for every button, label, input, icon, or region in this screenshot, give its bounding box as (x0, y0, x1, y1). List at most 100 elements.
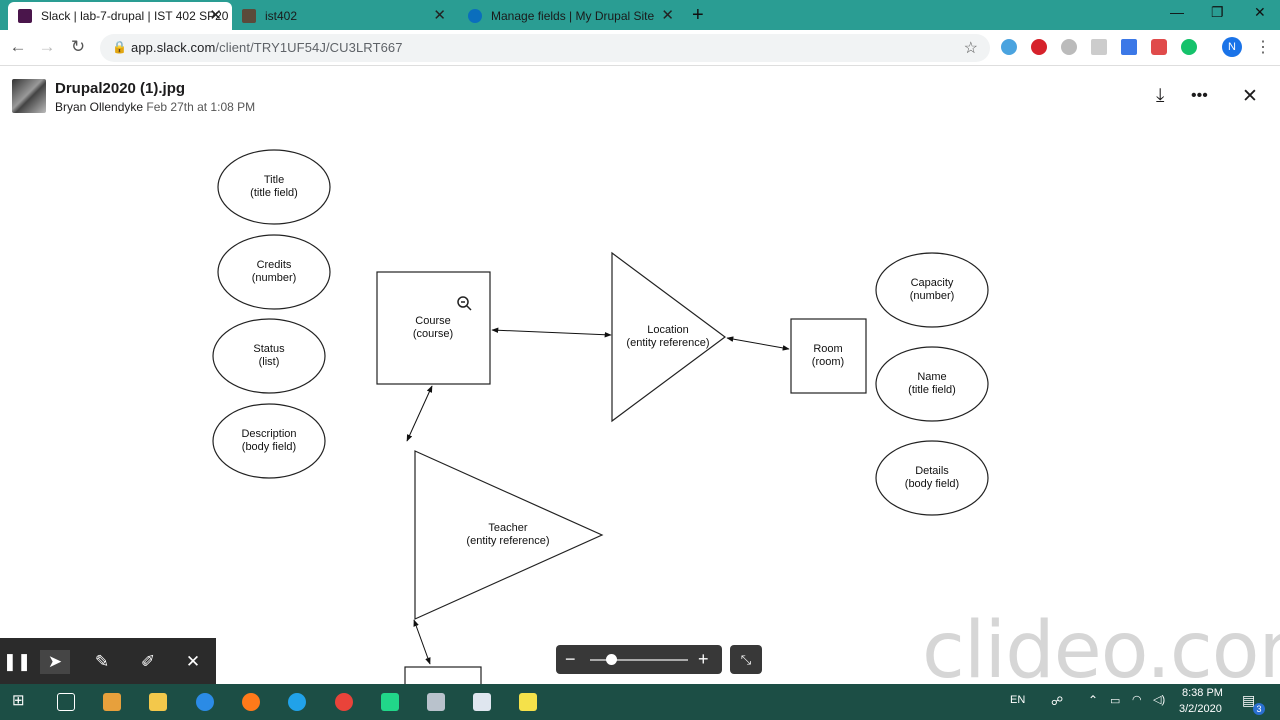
location-room-arrow (726, 336, 790, 351)
lock-icon: 🔒 (112, 40, 127, 54)
edge-icon[interactable] (196, 693, 214, 711)
teacher-label: Teacher(entity reference) (466, 522, 550, 547)
close-toolbar-icon[interactable]: ✕ (185, 652, 201, 671)
highlighter-tool-icon[interactable]: ✐ (140, 652, 156, 671)
course-teacher-arrow (406, 385, 433, 442)
field-ellipse-details (875, 440, 989, 516)
uploader-name[interactable]: Bryan Ollendyke (55, 100, 144, 114)
partial-box (404, 666, 482, 685)
extension-puzzle-icon[interactable] (1091, 39, 1107, 55)
tab-ist402[interactable]: ist402 ✕ (232, 2, 456, 30)
file-uploader-info: Bryan Ollendyke Feb 27th at 1:08 PM (55, 100, 255, 114)
address-bar[interactable]: 🔒 app.slack.com/client/TRY1UF54J/CU3LRT6… (100, 34, 990, 62)
field-ellipse-description (212, 403, 326, 479)
reload-icon[interactable]: ↻ (70, 37, 86, 56)
room-box (790, 318, 867, 394)
windows-start-icon[interactable]: ⊞ (12, 692, 25, 709)
tab-manage-fields[interactable]: Manage fields | My Drupal Site ✕ (458, 2, 684, 30)
diagram-image: Title(title field) Credits(number) Statu… (0, 127, 1280, 685)
task-view-icon[interactable] (57, 693, 75, 711)
battery-icon[interactable]: ▭ (1110, 695, 1121, 707)
zoom-slider-handle[interactable] (606, 654, 617, 665)
zoom-in-icon[interactable]: + (698, 649, 709, 669)
diagram-shapes (212, 149, 989, 685)
field-ellipse-capacity (875, 252, 989, 328)
tab-slack[interactable]: Slack | lab-7-drupal | IST 402 SP20 ✕ (8, 2, 232, 30)
pointer-tool-icon[interactable]: ➤ (40, 650, 70, 674)
back-icon[interactable]: ← (9, 37, 27, 56)
file-viewer-header: Drupal2020 (1).jpg Bryan Ollendyke Feb 2… (0, 67, 1280, 127)
field-label-capacity: Capacity(number) (909, 277, 955, 302)
file-thumbnail (12, 79, 46, 113)
close-tab-icon[interactable]: ✕ (209, 7, 222, 24)
more-actions-icon[interactable]: ••• (1191, 87, 1208, 104)
field-ellipse-title (217, 149, 331, 225)
pause-icon[interactable]: ❚❚ (2, 652, 32, 671)
sticky-notes-icon[interactable] (519, 693, 537, 711)
field-label-title: Title(title field) (250, 174, 298, 199)
notification-center-icon[interactable]: ▤ (1242, 692, 1256, 708)
course-label: Course(course) (412, 315, 454, 340)
extension-translate-icon[interactable] (1121, 39, 1137, 55)
minimize-icon[interactable]: — (1170, 4, 1184, 20)
upload-timestamp[interactable]: Feb 27th at 1:08 PM (146, 100, 256, 114)
zoom-slider-track[interactable] (590, 659, 688, 661)
volume-icon[interactable]: ◁) (1153, 694, 1166, 706)
forward-icon[interactable]: → (38, 37, 56, 56)
field-label-status: Status(list) (253, 343, 285, 368)
clock-date[interactable]: 3/2/2020 (1179, 703, 1222, 715)
show-hidden-icons-icon[interactable]: ⌃ (1088, 693, 1099, 707)
people-icon[interactable]: ☍ (1051, 694, 1064, 708)
pen-tool-icon[interactable]: ✎ (94, 652, 110, 671)
firefox-icon[interactable] (242, 693, 260, 711)
extension-cloud-icon[interactable] (1061, 39, 1077, 55)
new-tab-icon[interactable]: + (692, 4, 704, 26)
page-favicon-icon (242, 9, 256, 23)
zoom-cursor-icon (457, 296, 472, 311)
skype-icon[interactable] (288, 693, 306, 711)
teacher-next-arrow (413, 619, 431, 665)
tab-title: Manage fields | My Drupal Site (491, 9, 655, 23)
field-label-description: Description(body field) (241, 428, 297, 453)
close-viewer-icon[interactable]: ✕ (1242, 86, 1258, 107)
app-icon[interactable] (427, 693, 445, 711)
close-tab-icon[interactable]: ✕ (661, 7, 674, 24)
document-icon[interactable] (473, 693, 491, 711)
clock-time[interactable]: 8:38 PM (1182, 687, 1223, 699)
zoom-out-icon[interactable]: − (565, 649, 576, 669)
extension-grammarly-icon[interactable] (1181, 39, 1197, 55)
field-label-name: Name(title field) (908, 371, 956, 396)
download-icon[interactable]: ⤓ (1156, 85, 1165, 106)
exit-fullscreen-icon[interactable]: ⤡ (730, 645, 762, 674)
tab-title: ist402 (265, 9, 298, 23)
field-ellipse-status (212, 318, 326, 394)
teacher-triangle (414, 450, 604, 620)
zoom-control: − + (556, 645, 722, 674)
wifi-icon[interactable]: ◠ (1132, 694, 1142, 706)
location-label: Location(entity reference) (626, 324, 710, 349)
bookmark-star-icon[interactable]: ☆ (963, 40, 978, 57)
language-indicator[interactable]: EN (1010, 694, 1026, 706)
browser-menu-icon[interactable]: ⋮ (1255, 39, 1271, 56)
chrome-icon[interactable] (335, 693, 353, 711)
close-tab-icon[interactable]: ✕ (433, 7, 446, 24)
field-ellipse-credits (217, 234, 331, 310)
tab-title: Slack | lab-7-drupal | IST 402 SP20 (41, 9, 229, 23)
pycharm-icon[interactable] (381, 693, 399, 711)
browser-toolbar: ← → ↻ 🔒 app.slack.com/client/TRY1UF54J/C… (0, 30, 1280, 66)
profile-avatar[interactable]: N (1222, 37, 1242, 57)
media-player-icon[interactable] (103, 693, 121, 711)
field-label-credits: Credits(number) (251, 259, 297, 284)
slack-favicon-icon (18, 9, 32, 23)
room-label: Room(room) (811, 343, 845, 368)
extension-record-icon[interactable] (1151, 39, 1167, 55)
annotation-toolbar: ❚❚ ➤ ✎ ✐ ✕ (0, 638, 216, 685)
extension-search-icon[interactable] (1001, 39, 1017, 55)
address-url: app.slack.com/client/TRY1UF54J/CU3LRT667 (131, 40, 403, 55)
close-window-icon[interactable]: ✕ (1254, 4, 1266, 20)
location-triangle (611, 251, 727, 423)
extension-adblock-icon[interactable] (1031, 39, 1047, 55)
file-explorer-icon[interactable] (149, 693, 167, 711)
maximize-icon[interactable]: ❐ (1211, 4, 1224, 20)
drupal-favicon-icon (468, 9, 482, 23)
